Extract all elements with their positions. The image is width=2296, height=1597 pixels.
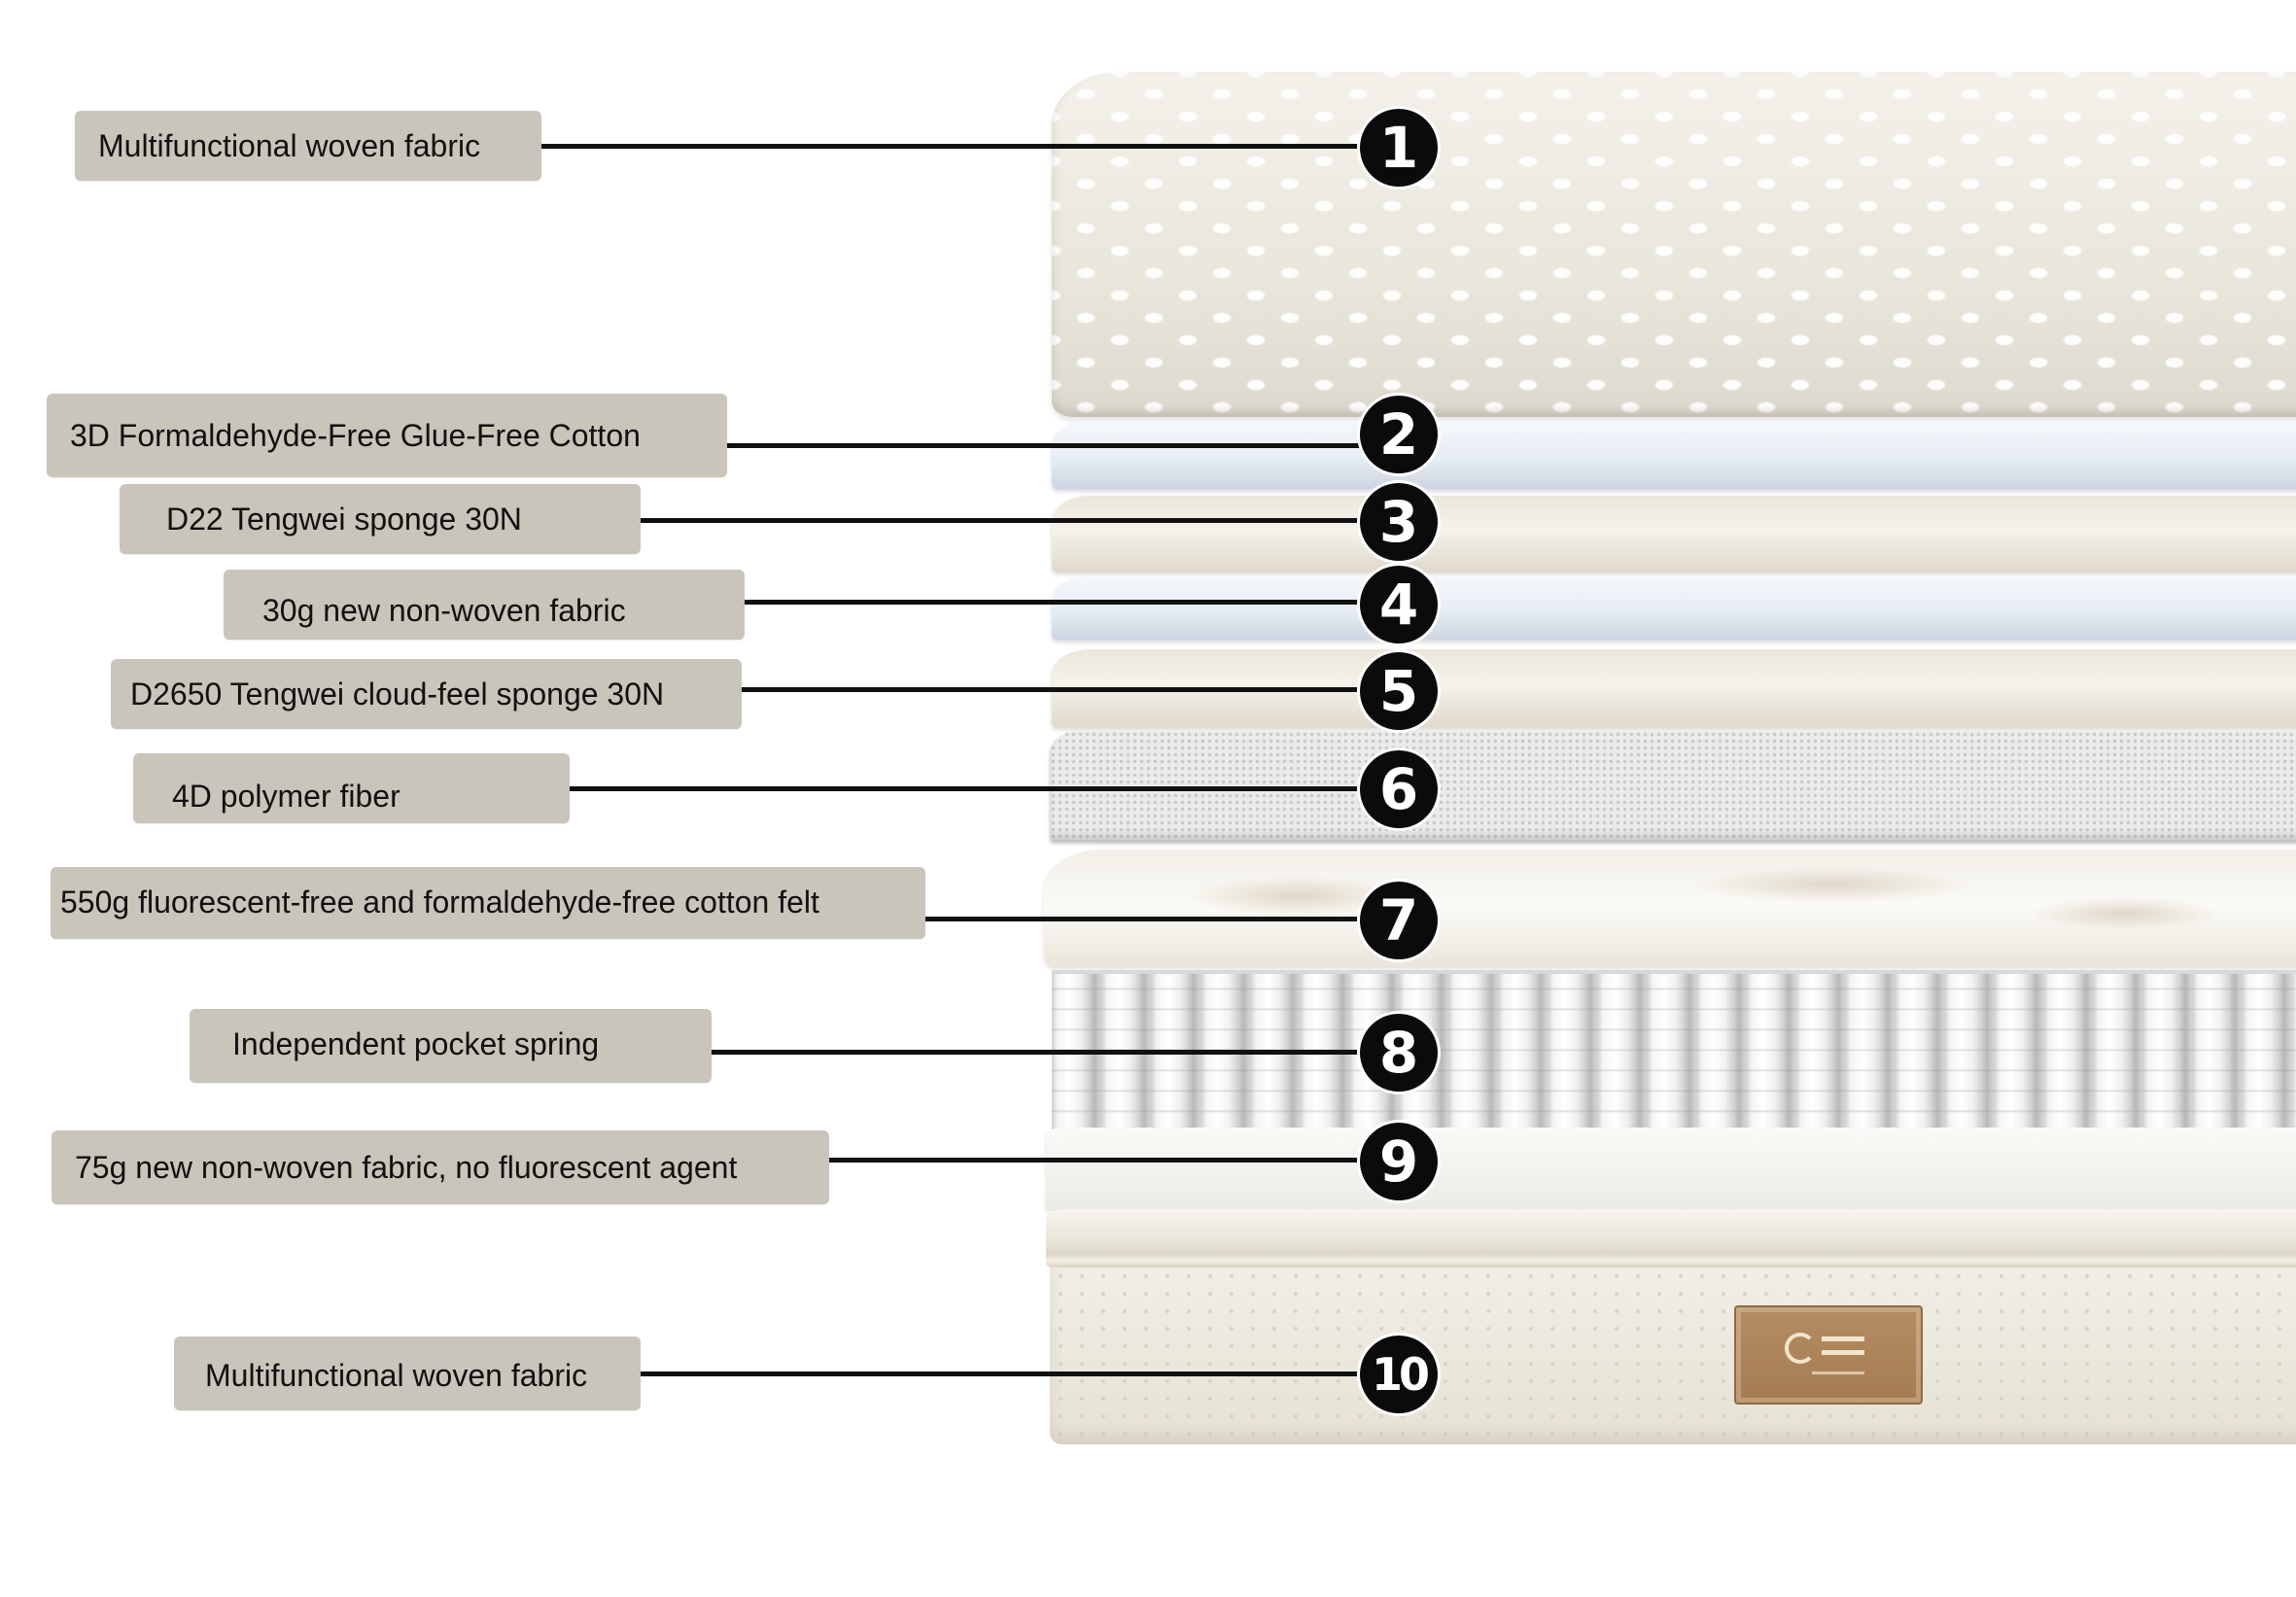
callout-label-9: 75g new non-woven fabric, no fluorescent…	[52, 1130, 829, 1204]
leader-line-5	[742, 687, 1361, 692]
callout-badge-6: 6	[1360, 750, 1438, 828]
callout-badge-1: 1	[1360, 109, 1438, 187]
leader-line-10	[641, 1371, 1361, 1376]
base-border-band	[1046, 1209, 2296, 1258]
callout-badge-4: 4	[1360, 566, 1438, 643]
callout-badge-9: 9	[1360, 1123, 1438, 1200]
callout-badge-8: 8	[1360, 1014, 1438, 1092]
leader-line-6	[570, 786, 1361, 791]
brand-logo-icon	[1785, 1333, 1816, 1364]
spring-coil-texture	[1052, 970, 2296, 1128]
layer-3d-cotton	[1052, 421, 2296, 489]
leader-line-7	[925, 917, 1361, 921]
callout-label-10: Multifunctional woven fabric	[174, 1337, 641, 1410]
leader-line-8	[712, 1050, 1361, 1055]
callout-label-8: Independent pocket spring	[190, 1009, 712, 1083]
layer-4d-polymer-fiber	[1050, 731, 2296, 840]
leader-line-3	[641, 518, 1361, 523]
callout-label-3: D22 Tengwei sponge 30N	[120, 484, 641, 554]
layer-75g-nonwoven	[1046, 1128, 2296, 1209]
callout-label-2: 3D Formaldehyde-Free Glue-Free Cotton	[47, 394, 727, 477]
callout-label-7: 550g fluorescent-free and formaldehyde-f…	[51, 867, 925, 939]
layer-cotton-felt	[1044, 850, 2296, 966]
leader-line-2	[727, 443, 1361, 448]
layer-d22-sponge	[1052, 496, 2296, 572]
callout-badge-10: 10	[1360, 1336, 1438, 1413]
leader-line-9	[829, 1158, 1361, 1163]
callout-badge-2: 2	[1360, 396, 1438, 473]
callout-label-5: D2650 Tengwei cloud-feel sponge 30N	[111, 659, 742, 729]
callout-label-4: 30g new non-woven fabric	[224, 570, 745, 640]
callout-badge-7: 7	[1360, 882, 1438, 959]
leader-line-4	[745, 600, 1361, 605]
callout-badge-3: 3	[1360, 483, 1438, 561]
leader-line-1	[541, 144, 1361, 149]
layer-top-quilted-panel	[1052, 72, 2296, 417]
layer-bottom-woven-fabric	[1050, 1267, 2296, 1444]
layer-30g-nonwoven	[1052, 575, 2296, 640]
callout-label-1: Multifunctional woven fabric	[75, 111, 541, 181]
base-piping	[1046, 1254, 2296, 1267]
brand-label-tag	[1734, 1305, 1923, 1405]
callout-label-6: 4D polymer fiber	[133, 753, 570, 823]
callout-badge-5: 5	[1360, 652, 1438, 730]
